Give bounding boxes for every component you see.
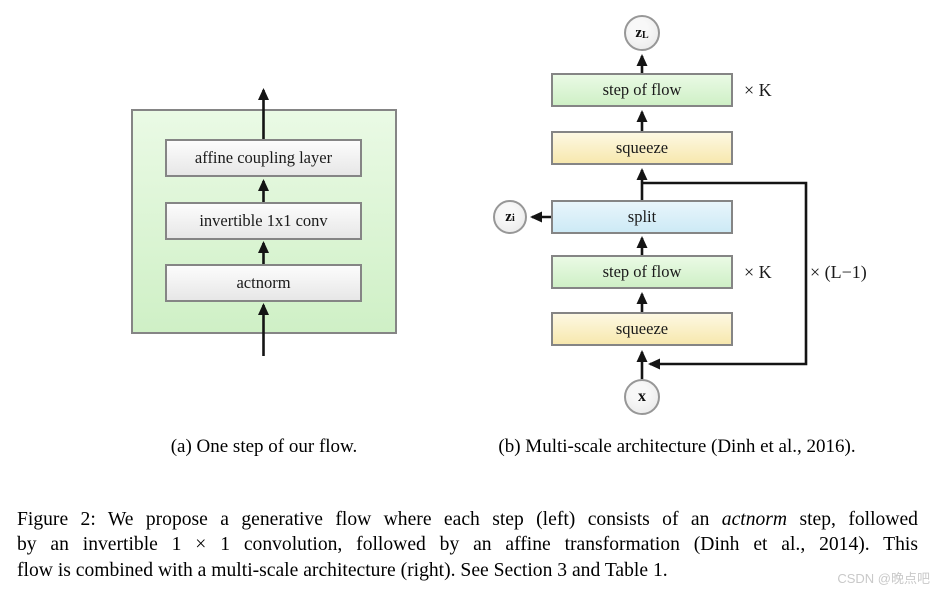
step-of-flow-bottom-label: step of flow — [602, 262, 682, 281]
caption-text: flow is combined with a multi-scale arch… — [17, 559, 668, 581]
zi-label: z — [505, 208, 512, 225]
caption-text: by an invertible 1 × 1 convolution, foll… — [17, 534, 918, 556]
invertible-conv-label: invertible 1x1 conv — [199, 211, 328, 230]
actnorm-label: actnorm — [236, 273, 291, 292]
figure-caption-line-3: flow is combined with a multi-scale arch… — [17, 558, 918, 583]
subcaption-b: (b) Multi-scale architecture (Dinh et al… — [498, 436, 856, 457]
zL-label: z — [635, 24, 642, 41]
figure-caption: Figure 2: We propose a generative flow w… — [17, 507, 918, 583]
subcaption-a: (a) One step of our flow. — [170, 436, 358, 457]
repeat-k-top-label: × K — [744, 80, 772, 100]
zi-subscript: i — [511, 213, 515, 224]
squeeze-box-bottom: squeeze — [551, 312, 733, 346]
repeat-k-bottom-label: × K — [744, 262, 772, 282]
actnorm-box: actnorm — [165, 264, 362, 302]
affine-coupling-layer-label: affine coupling layer — [194, 148, 333, 167]
zL-subscript: L — [642, 30, 649, 41]
x-label: x — [638, 388, 646, 405]
x-node: x — [624, 379, 660, 415]
repeat-l-label: × (L−1) — [810, 262, 867, 282]
affine-coupling-layer-box: affine coupling layer — [165, 139, 362, 177]
squeeze-box-top: squeeze — [551, 131, 733, 165]
squeeze-top-label: squeeze — [615, 138, 669, 157]
figure-caption-line-1: Figure 2: We propose a generative flow w… — [17, 507, 918, 532]
caption-text: Figure 2: We propose a generative flow w… — [17, 509, 722, 530]
figure-caption-line-2: by an invertible 1 × 1 convolution, foll… — [17, 532, 918, 557]
split-label: split — [627, 207, 657, 226]
split-box: split — [551, 200, 733, 234]
invertible-conv-box: invertible 1x1 conv — [165, 202, 362, 240]
squeeze-bottom-label: squeeze — [615, 319, 669, 338]
step-of-flow-top-label: step of flow — [602, 80, 682, 99]
step-of-flow-box-top: step of flow — [551, 73, 733, 107]
watermark: CSDN @晚点吧 — [837, 571, 930, 586]
caption-italic-actnorm: actnorm — [721, 509, 788, 530]
caption-text: step, followed — [787, 509, 918, 530]
step-of-flow-box-bottom: step of flow — [551, 255, 733, 289]
